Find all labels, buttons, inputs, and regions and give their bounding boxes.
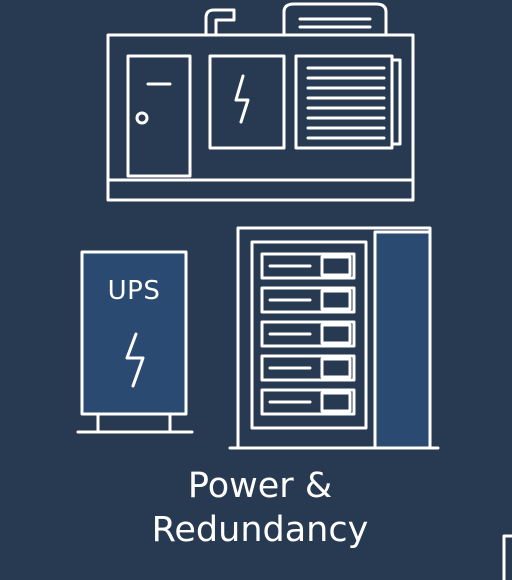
door-knob-icon xyxy=(135,111,149,125)
generator-control-panel xyxy=(208,54,286,150)
generator-base xyxy=(106,178,415,202)
rack-frame xyxy=(250,240,368,430)
ups-icon xyxy=(76,250,194,434)
generator-icon xyxy=(106,2,415,202)
exhaust-pipe xyxy=(204,8,236,37)
rack-side-door xyxy=(373,230,432,450)
lightning-bolt-icon xyxy=(234,74,250,124)
fuel-tank xyxy=(282,2,388,37)
corner-fragment xyxy=(502,534,512,580)
generator-door xyxy=(126,54,192,178)
generator-vent xyxy=(294,54,394,150)
caption-title: Power & Redundancy xyxy=(80,464,440,552)
caption-line-1: Power & xyxy=(187,466,333,506)
caption-line-2: Redundancy xyxy=(151,510,369,550)
server-rack-icon xyxy=(228,226,440,450)
ups-lightning-bolt-icon xyxy=(125,332,145,388)
rack-server-units xyxy=(260,252,356,416)
ups-label: UPS xyxy=(107,276,161,306)
